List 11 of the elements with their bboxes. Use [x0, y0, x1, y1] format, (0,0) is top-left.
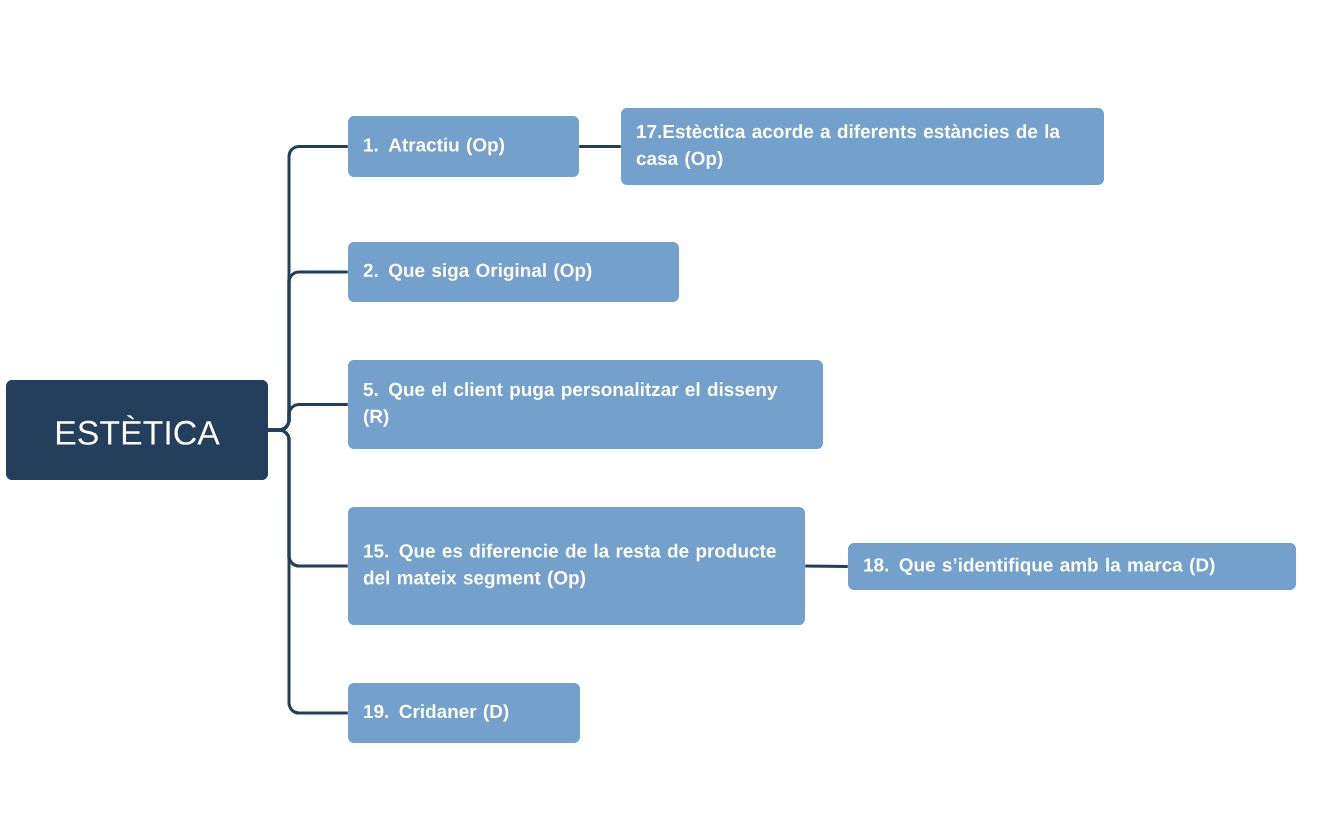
connector-line	[579, 145, 621, 148]
topic-box: 1. Atractiu (Op)	[348, 116, 579, 177]
central-topic-box: ESTÈTICA	[6, 380, 268, 480]
topic-box: 18. Que s’identifique amb la marca (D)	[848, 543, 1296, 590]
topic-box: 2. Que siga Original (Op)	[348, 242, 679, 302]
topic-box: 15. Que es diferencie de la resta de producte del mateix segment (Op)	[348, 507, 805, 625]
connector-line	[268, 428, 348, 715]
topic-box: 5. Que el client puga personalitzar el disseny (R)	[348, 360, 823, 449]
topic-box: 19. Cridaner (D)	[348, 683, 580, 743]
topic-box: 17.Estèctica acorde a diferents estàncies de la casa (Op)	[621, 108, 1104, 185]
connector-line	[805, 564, 848, 568]
